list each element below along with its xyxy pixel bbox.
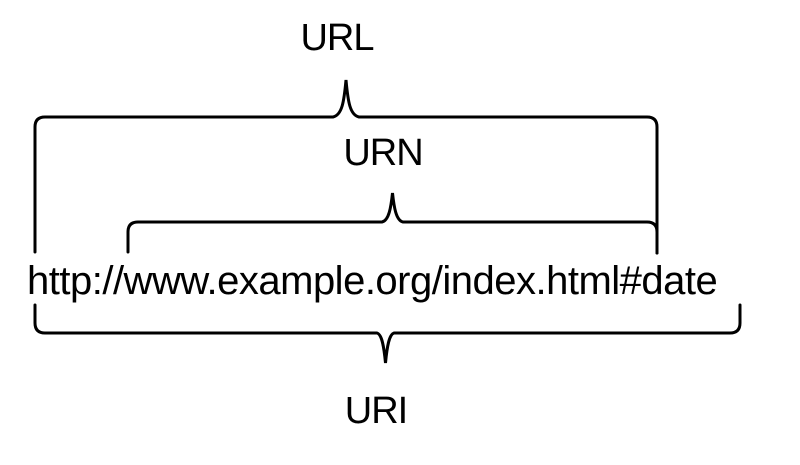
uri-string-text: http://www.example.org/index.html#date <box>27 259 718 303</box>
uri-label: URI <box>344 390 408 432</box>
uri-brace <box>33 303 742 364</box>
urn-brace <box>126 192 659 255</box>
url-brace <box>33 79 659 255</box>
url-label: URL <box>300 17 374 59</box>
urn-label: URN <box>343 132 423 174</box>
